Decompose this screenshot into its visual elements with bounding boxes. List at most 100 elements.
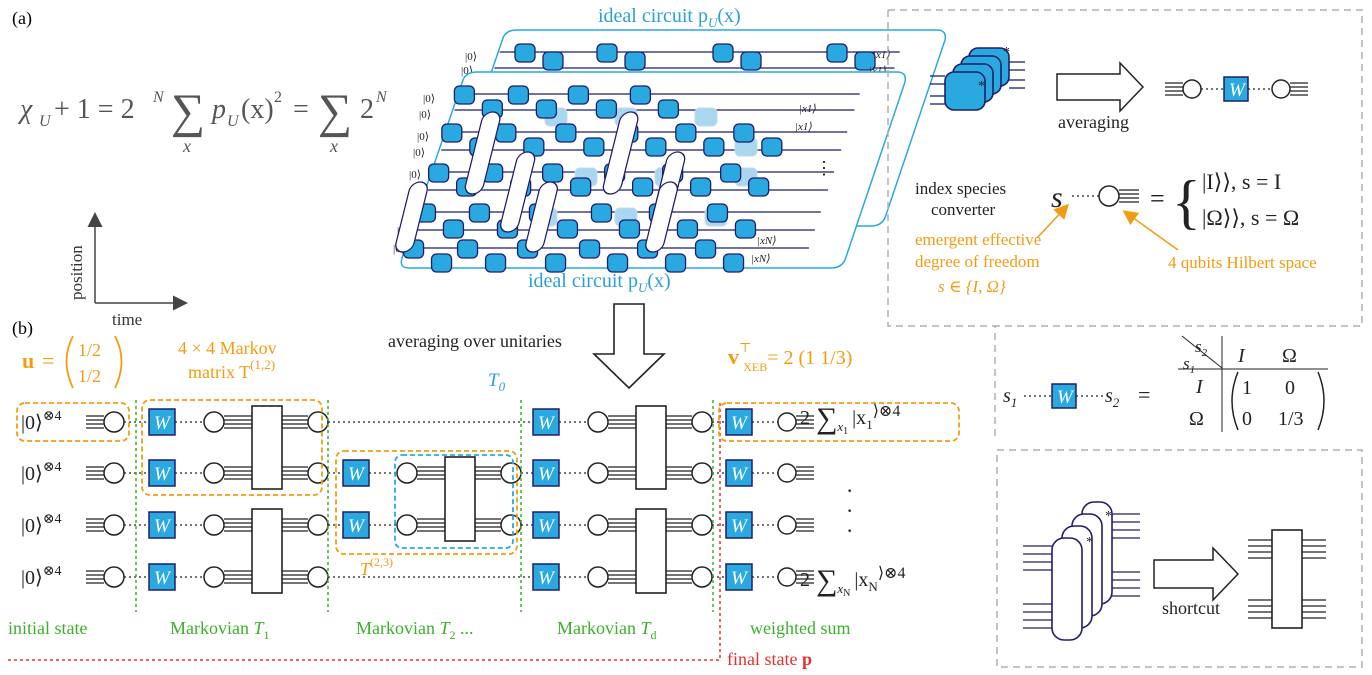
final-state-label: final state p (727, 649, 812, 669)
gate-ld-b (635, 508, 667, 594)
w-layerd-4 (532, 563, 560, 591)
front-ket0-2: |0⟩ (417, 131, 429, 143)
w-final-3 (725, 511, 753, 539)
panel-a-label: (a) (12, 8, 32, 29)
chi-equation: χ U + 1 = 2 N ∑ x p U (x) 2 = ∑ x 2 N (17, 85, 388, 156)
circuit-top-label: ideal circuit pU(x) (598, 5, 741, 30)
eq-pow-n: N (152, 89, 165, 106)
averaging-label: averaging (1058, 112, 1129, 132)
stack-star-2: * (978, 79, 985, 94)
front-ket0-0: |0⟩ (423, 93, 435, 105)
shortcut-label: shortcut (1162, 598, 1220, 618)
stack-star-1: * (1003, 45, 1010, 60)
eq-chi: χ (17, 94, 33, 125)
init-ket-1: |0⟩⊗4 (21, 409, 62, 434)
w-final-1-label: W (731, 413, 749, 434)
front-ket-x1-b: |x1⟩ (795, 121, 813, 133)
converter-brace: { (1172, 169, 1201, 235)
u-eq: = (42, 348, 54, 373)
u-symbol: u (22, 348, 34, 373)
w-layerd-3 (532, 511, 560, 539)
back-ket-x1: |x1⟩ (873, 49, 891, 61)
matrix-s2-header: s2 (1195, 337, 1208, 359)
u-top: 1/2 (78, 340, 101, 360)
averaging-down-arrow-icon (592, 303, 666, 390)
converter-icon (1072, 185, 1139, 207)
init-ket-3: |0⟩⊗4 (21, 512, 62, 537)
w-final-2 (725, 459, 753, 487)
svg-text:=: = (1138, 382, 1150, 407)
v-xeb-label: v⊤XEB= 2 (1 1/3) (728, 340, 852, 374)
t0-highlight-box (394, 454, 514, 549)
eq-chi-sub: U (39, 113, 52, 130)
matrix-m22: 1/3 (1278, 408, 1304, 430)
output-top-ket: 2∑x1|x1⟩⊗4 (800, 402, 900, 437)
converter-case-1: |I⟩⟩, s = I (1202, 169, 1281, 194)
gate-l1-b (251, 508, 283, 594)
matrix-m11: 1 (1242, 377, 1252, 399)
t0-label: T0 (488, 370, 506, 394)
eq-sum-1-index: x (182, 136, 191, 156)
matrix-w-label: W (1057, 387, 1075, 408)
u-highlight-box (16, 402, 130, 442)
w-layer1-2 (148, 459, 176, 487)
averaged-w-gate-icon: W (1165, 76, 1308, 102)
matrix-col-i: I (1237, 345, 1246, 367)
matrix-m21: 0 (1242, 408, 1252, 430)
w-layer1-1-label: W (154, 413, 172, 434)
eq-p: p (210, 94, 226, 125)
eq-eq2: = (293, 94, 309, 125)
shortcut-arrow-icon (1153, 546, 1240, 602)
v-highlight-box (718, 402, 960, 442)
matrix-col-omega: Ω (1282, 345, 1297, 367)
initial-state-label: initial state (8, 618, 87, 638)
hilbert-arrow (1122, 210, 1179, 251)
emergent-label-1: emergent effective (915, 230, 1041, 249)
matrix-m12: 0 (1285, 377, 1295, 399)
eq-end-pow: N (375, 89, 388, 106)
weighted-sum-label: weighted sum (750, 618, 851, 638)
markov-label-1: 4 × 4 Markov (178, 338, 277, 358)
gate-l2 (444, 456, 476, 542)
stacked-w-gates-icon: ** (930, 45, 1025, 111)
t23-highlight-box (335, 450, 518, 555)
init-ket-4: |0⟩⊗4 (21, 564, 62, 589)
matrix-row-omega: Ω (1189, 408, 1204, 430)
output-bottom-ket: 2∑xN|xN⟩⊗4 (800, 564, 905, 599)
w-layer2-2-label: W (348, 516, 366, 537)
w-layer2-1-label: W (348, 464, 366, 485)
legend-box-border (887, 9, 1363, 440)
shortcut-illustration: ** (1023, 501, 1326, 641)
shortcut-box-border (996, 449, 1363, 668)
markovian-2-label: Markovian T2 ... (356, 618, 474, 642)
gate-ld-a (635, 405, 667, 490)
avg-w-label: W (1229, 80, 1247, 101)
axis-position-label: position (67, 245, 86, 300)
eq-sum-2: ∑ (318, 85, 352, 138)
converter-s-symbol: s (1051, 181, 1063, 214)
ideal-circuit-stack: |0⟩|0⟩|x1⟩|x1⟩|0⟩|0⟩|0⟩|0⟩|0⟩|0⟩|0⟩|x1⟩|… (393, 29, 947, 273)
eq-sq: 2 (274, 89, 282, 106)
markov-label-2: matrix T(1,2) (188, 357, 275, 382)
circuit-layer-front: |0⟩|0⟩|0⟩|0⟩|0⟩|0⟩|0⟩|x1⟩|x1⟩|xN⟩|xN⟩⋮ (393, 71, 907, 273)
vdot-1: · (846, 478, 853, 503)
back-ket0-a: |0⟩ (465, 51, 477, 63)
shortcut-star-1: * (1105, 509, 1112, 524)
hilbert-label: 4 qubits Hilbert space (1168, 253, 1317, 272)
w-layerd-2-label: W (538, 464, 556, 485)
emergent-label-3: s ∈ {I, Ω} (938, 277, 1006, 296)
u-bottom: 1/2 (78, 366, 101, 386)
emergent-arrow (1036, 203, 1070, 239)
init-ket-2: |0⟩⊗4 (21, 460, 62, 485)
front-ket-x1: |x1⟩ (799, 103, 817, 115)
eq-p-sub: U (227, 113, 240, 130)
converter-label-1: index species (915, 179, 1006, 198)
shortcut-star-2: * (1086, 535, 1093, 550)
w-layerd-2 (532, 459, 560, 487)
gate-l1-a (251, 405, 283, 490)
eq-sum-2-index: x (329, 136, 338, 156)
eq-end-2: 2 (360, 94, 374, 125)
